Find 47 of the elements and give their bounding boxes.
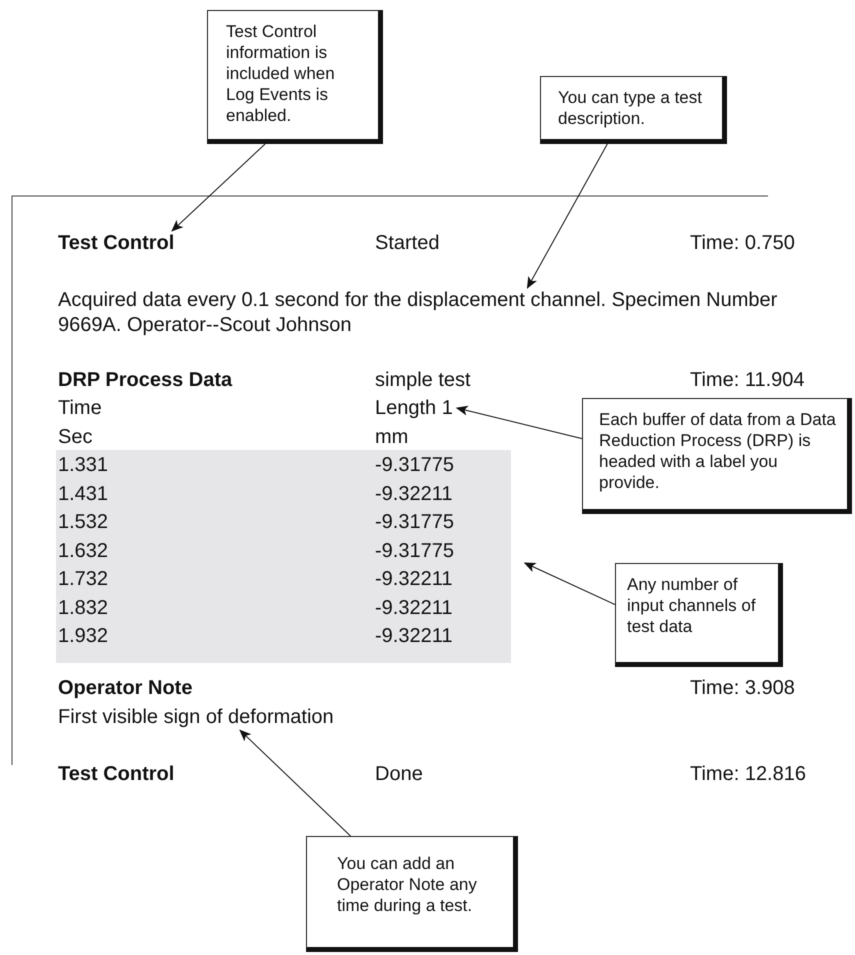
length-value: -9.32211 <box>375 482 452 506</box>
operator-note-text: First visible sign of deformation <box>58 705 334 729</box>
data-table-background <box>56 450 511 663</box>
unit-label: Sec <box>58 425 92 449</box>
length-value: -9.32211 <box>375 624 452 648</box>
leader-arrow <box>526 144 608 289</box>
time-value: 1.832 <box>58 596 108 620</box>
time-value: 1.532 <box>58 510 108 534</box>
section-heading: DRP Process Data <box>58 368 232 392</box>
timestamp: Time: 0.750 <box>690 231 795 255</box>
callout-text: Test Control information is included when Log Events is enabled. <box>226 21 336 126</box>
column-heading: Length 1 <box>375 396 453 420</box>
section-heading: Operator Note <box>58 676 192 700</box>
callout-box <box>306 836 518 952</box>
section-heading: Test Control <box>58 231 174 255</box>
leader-arrow <box>524 562 616 606</box>
leader-arrow <box>171 144 266 232</box>
column-heading: Time <box>58 396 102 420</box>
length-value: -9.32211 <box>375 596 452 620</box>
section-heading: Test Control <box>58 762 174 786</box>
timestamp: Time: 11.904 <box>690 368 805 392</box>
unit-label: mm <box>375 425 408 449</box>
test-description: Acquired data every 0.1 second for the displacement channel. Specimen Number 9669A. Operator--Scout Johnson <box>58 288 803 338</box>
status-text: Done <box>375 762 423 786</box>
time-value: 1.932 <box>58 624 108 648</box>
callout-box <box>207 10 383 144</box>
leader-arrow <box>239 730 352 836</box>
callout-box <box>582 398 852 514</box>
callout-box <box>615 563 783 667</box>
time-value: 1.632 <box>58 538 108 562</box>
time-value: 1.431 <box>58 482 108 506</box>
timestamp: Time: 12.816 <box>690 762 806 786</box>
length-value: -9.32211 <box>375 567 452 591</box>
callout-box <box>540 76 727 144</box>
length-value: -9.31775 <box>375 538 454 562</box>
callout-text: Any number of input channels of test data <box>627 574 757 637</box>
time-value: 1.732 <box>58 567 108 591</box>
length-value: -9.31775 <box>375 453 454 477</box>
time-value: 1.331 <box>58 453 108 477</box>
callout-text: You can type a test description. <box>558 87 703 129</box>
callout-text: Each buffer of data from a Data Reduction Process (DRP) is headed with a label you provide. <box>599 409 837 493</box>
timestamp: Time: 3.908 <box>690 676 795 700</box>
callout-text: You can add an Operator Note any time during a test. <box>337 853 478 916</box>
status-text: Started <box>375 231 440 255</box>
buffer-label: simple test <box>375 368 471 392</box>
length-value: -9.31775 <box>375 510 454 534</box>
leader-arrow <box>456 406 582 440</box>
